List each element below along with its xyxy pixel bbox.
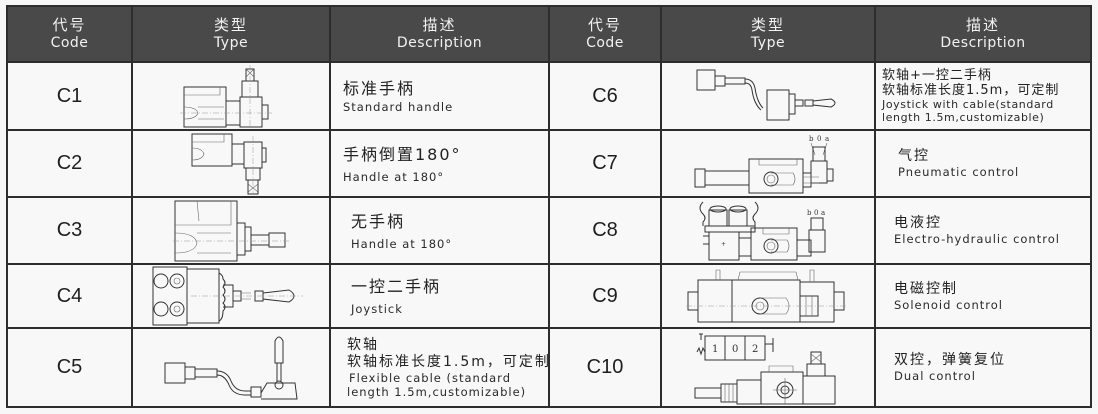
svg-text:1: 1 [712,344,718,355]
svg-text:2: 2 [752,344,758,355]
joystick-cable-drawing [662,63,874,129]
header-description-left: 描述 Description [396,16,483,51]
description-cell: 一控二手柄 Joystick [351,277,442,316]
solenoid-control-drawing [662,265,874,327]
svg-text:+: + [721,241,726,248]
column-divider [131,7,133,406]
solenoid-control-icon [685,269,848,323]
code-cell: C8 [592,219,618,241]
svg-text:a: a [825,135,829,143]
svg-text:0: 0 [817,135,821,143]
pneumatic-control-icon: b 0 a [694,135,834,193]
svg-text:0: 0 [732,344,738,355]
svg-text:b: b [807,209,812,217]
header-type-left: 类型 Type [213,16,249,51]
pneumatic-control-drawing: b 0 a [662,131,874,196]
svg-text:0: 0 [814,209,818,217]
description-cell: 标准手柄 Standard handle [343,79,454,114]
row-divider [8,263,1090,265]
code-cell: C3 [56,219,83,241]
handle-180-drawing [133,131,329,196]
dual-control-icon: 1 0 2 [694,333,836,404]
flexible-cable-icon [164,336,298,399]
code-cell: C10 [586,356,624,378]
joystick-cable-icon [696,69,836,121]
code-cell: C1 [56,84,83,107]
code-cell: C7 [592,152,618,174]
code-cell: C5 [56,356,83,378]
header-code-left: 代号 Code [50,16,89,51]
code-cell: C2 [56,152,83,174]
header-type-right: 类型 Type [750,16,786,51]
column-divider [660,7,662,406]
code-cell: C6 [592,84,618,107]
header-code-right: 代号 Code [586,16,624,51]
description-cell: 手柄倒置180° Handle at 180° [343,144,462,184]
row-divider [8,196,1090,198]
no-handle-icon [173,200,289,261]
row-divider [8,327,1090,329]
description-cell: 电磁控制 Solenoid control [894,280,1003,312]
description-cell: 无手柄 Handle at 180° [351,211,453,251]
code-cell: C4 [56,284,83,307]
description-cell: 电液控 Electro-hydraulic control [894,215,1060,246]
dual-control-drawing: 1 0 2 [662,329,874,406]
handle-type-table: 代号 Code 类型 Type 描述 Description 代号 Code 类… [6,5,1092,408]
description-cell: 气控 Pneumatic control [898,148,1020,179]
description-cell: 软轴 软轴标准长度1.5m，可定制 Flexible cable (standa… [347,336,551,399]
handle-180-icon [191,133,267,195]
column-divider [329,7,331,406]
electro-hydraulic-drawing: + b 0 a [662,198,874,263]
column-divider [874,7,876,406]
svg-text:b: b [809,135,814,143]
standard-handle-drawing [133,63,329,129]
column-divider [548,7,550,406]
header-description-right: 描述 Description [940,16,1026,51]
standard-handle-icon [180,65,272,128]
svg-text:a: a [821,209,825,217]
flexible-cable-drawing [133,329,329,406]
joystick-drawing [133,265,329,327]
row-divider [8,129,1090,131]
electro-hydraulic-icon: + b 0 a [699,201,826,260]
code-cell: C9 [592,284,618,307]
description-cell: 双控，弹簧复位 Dual control [894,352,1006,383]
description-cell: 软轴+一控二手柄 软轴标准长度1.5m，可定制 Joystick with ca… [882,68,1060,124]
joystick-icon [152,266,303,326]
no-handle-drawing [133,198,329,263]
